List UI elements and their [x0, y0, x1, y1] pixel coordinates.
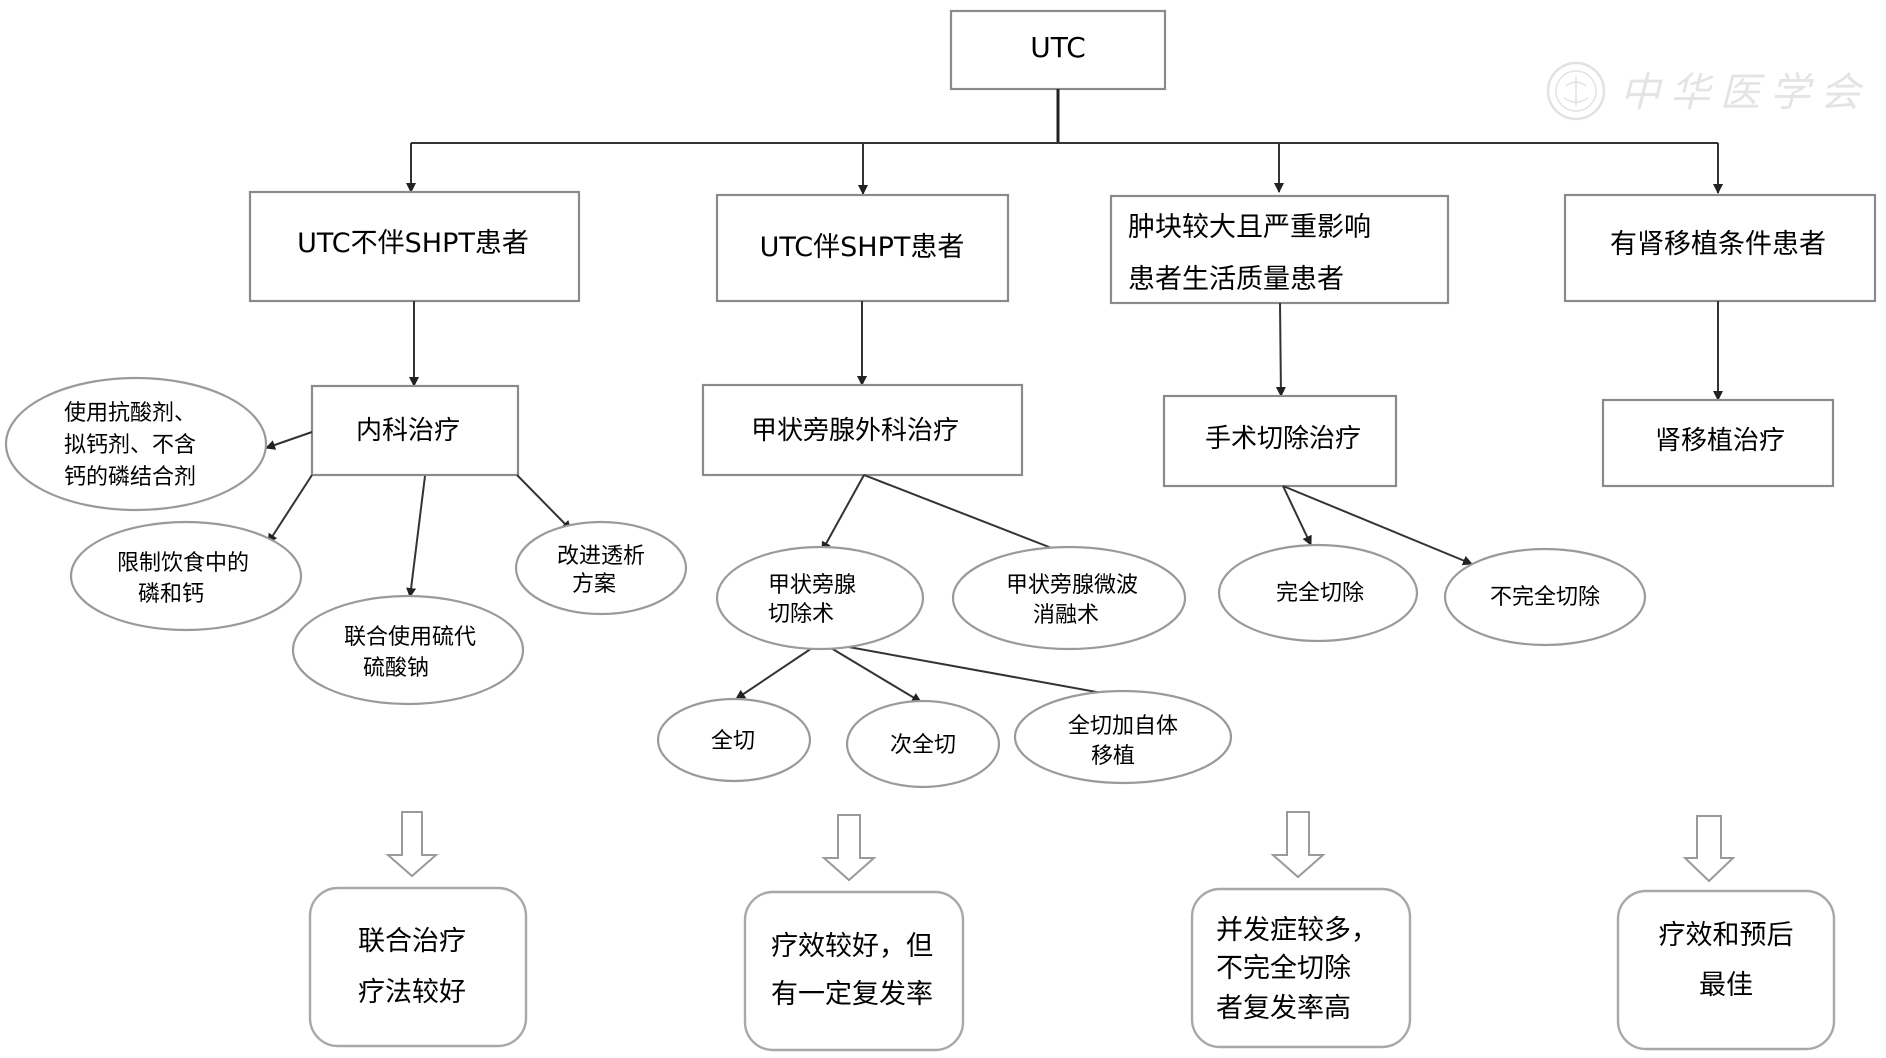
option-improve-dialysis[interactable]: 改进透析 方案 [514, 520, 688, 616]
connector-arrow [821, 474, 865, 552]
watermark-text: 中华医学会 [1620, 70, 1870, 116]
option-label-line: 钙的磷结合剂 [64, 465, 196, 490]
outcome-best-prognosis[interactable]: 疗效和预后 最佳 [1616, 889, 1836, 1051]
resection-option-connectors [1282, 485, 1473, 566]
connector-arrow [406, 475, 426, 598]
treatment-kidney-transplant[interactable]: 肾移植治疗 [1601, 398, 1835, 488]
category-label: UTC伴SHPT患者 [760, 232, 965, 263]
outcome-label-line: 不完全切除 [1216, 953, 1351, 984]
outcome-label-line: 者复发率高 [1216, 993, 1351, 1024]
outcome-label-line: 最佳 [1699, 970, 1753, 1001]
category-label: 有肾移植条件患者 [1610, 229, 1826, 260]
option-parathyroidectomy[interactable]: 甲状旁腺 切除术 [715, 545, 925, 651]
option-label-line: 甲状旁腺微波 [1006, 573, 1138, 598]
sub-option-label-line: 移植 [1091, 744, 1135, 769]
connector-arrow [1282, 485, 1473, 566]
outcome-label-line: 联合治疗 [358, 926, 466, 957]
category-no-shpt[interactable]: UTC不伴SHPT患者 [248, 190, 581, 303]
society-seal-icon [1546, 61, 1606, 121]
option-label-line: 改进透析 [557, 544, 645, 569]
connector-arrow [863, 474, 1068, 556]
treatment-medical[interactable]: 内科治疗 [310, 384, 520, 477]
option-label-line: 使用抗酸剂、 [64, 401, 196, 426]
outcome-label-line: 疗效较好，但 [771, 931, 933, 962]
option-complete-resection[interactable]: 完全切除 [1217, 543, 1419, 643]
option-label-line: 消融术 [1033, 603, 1099, 628]
root-node[interactable]: UTC [949, 9, 1167, 91]
option-microwave-ablation[interactable]: 甲状旁腺微波 消融术 [951, 545, 1187, 651]
surgery-option-connectors [735, 474, 1125, 703]
category-label-line-1: 肿块较大且严重影响 [1128, 212, 1371, 243]
category-kidney-transplant[interactable]: 有肾移植条件患者 [1563, 193, 1877, 303]
option-label-line: 甲状旁腺 [768, 573, 856, 598]
hollow-down-arrow-icon [1682, 815, 1736, 883]
hollow-down-arrow-icon [1270, 811, 1326, 879]
connector-arrow [820, 641, 1125, 701]
medical-option-connectors [265, 431, 572, 598]
outcome-label-line: 疗法较好 [358, 977, 466, 1008]
connector-arrow [735, 641, 822, 700]
hollow-down-arrow-icon [385, 811, 439, 878]
level2-connectors [409, 301, 1723, 401]
option-label-line: 方案 [572, 572, 616, 597]
hollow-down-arrow-icon [821, 814, 877, 882]
option-label-line: 联合使用硫代 [344, 625, 476, 650]
root-connectors [406, 89, 1723, 195]
option-antacid-calcimimetic[interactable]: 使用抗酸剂、 拟钙剂、不含 钙的磷结合剂 [4, 376, 268, 512]
outcome-label-line: 并发症较多， [1216, 915, 1378, 946]
connector-arrow [1282, 485, 1312, 546]
sub-option-total[interactable]: 全切 [656, 697, 812, 783]
treatment-label: 手术切除治疗 [1205, 424, 1361, 454]
treatment-resection[interactable]: 手术切除治疗 [1162, 394, 1398, 488]
treatment-parathyroid-surgery[interactable]: 甲状旁腺外科治疗 [701, 383, 1024, 477]
option-label-line: 切除术 [768, 602, 834, 627]
option-label-line: 限制饮食中的 [117, 551, 249, 576]
option-label: 完全切除 [1276, 581, 1364, 606]
connector-arrow [516, 474, 572, 531]
option-diet-restriction[interactable]: 限制饮食中的 磷和钙 [69, 520, 303, 632]
outcome-arrows [385, 811, 1736, 883]
connector-arrow [267, 474, 313, 544]
treatment-label: 甲状旁腺外科治疗 [751, 416, 959, 446]
category-label: UTC不伴SHPT患者 [297, 228, 529, 259]
outcome-surgery-recurrence[interactable]: 疗效较好，但 有一定复发率 [743, 890, 965, 1052]
connector-arrow [820, 641, 922, 703]
watermark: 中华医学会 [1546, 61, 1870, 121]
option-label: 不完全切除 [1490, 585, 1600, 610]
connector-arrow [1275, 302, 1286, 397]
category-label-line-2: 患者生活质量患者 [1128, 264, 1344, 295]
option-label-line: 拟钙剂、不含 [64, 433, 196, 458]
option-sodium-thiosulfate[interactable]: 联合使用硫代 硫酸钠 [291, 594, 525, 706]
treatment-label: 内科治疗 [356, 416, 460, 446]
outcome-label-line: 有一定复发率 [771, 979, 933, 1010]
sub-option-label: 次全切 [890, 733, 956, 758]
sub-option-subtotal[interactable]: 次全切 [845, 699, 1001, 789]
connector-arrow [265, 431, 313, 450]
sub-option-total-autotransplant[interactable]: 全切加自体 移植 [1013, 689, 1233, 785]
sub-option-label: 全切 [711, 729, 755, 754]
root-label: UTC [1030, 31, 1086, 64]
option-label-line: 硫酸钠 [363, 656, 429, 681]
sub-option-label-line: 全切加自体 [1068, 714, 1178, 739]
outcome-complications[interactable]: 并发症较多， 不完全切除 者复发率高 [1190, 887, 1412, 1049]
outcome-label-line: 疗效和预后 [1659, 920, 1794, 951]
option-incomplete-resection[interactable]: 不完全切除 [1443, 547, 1647, 647]
category-large-mass[interactable]: 肿块较大且严重影响 患者生活质量患者 [1109, 194, 1450, 305]
outcome-combined-therapy[interactable]: 联合治疗 疗法较好 [308, 886, 528, 1048]
option-label-line: 磷和钙 [138, 582, 204, 607]
treatment-label: 肾移植治疗 [1655, 426, 1785, 456]
category-with-shpt[interactable]: UTC伴SHPT患者 [715, 193, 1010, 303]
